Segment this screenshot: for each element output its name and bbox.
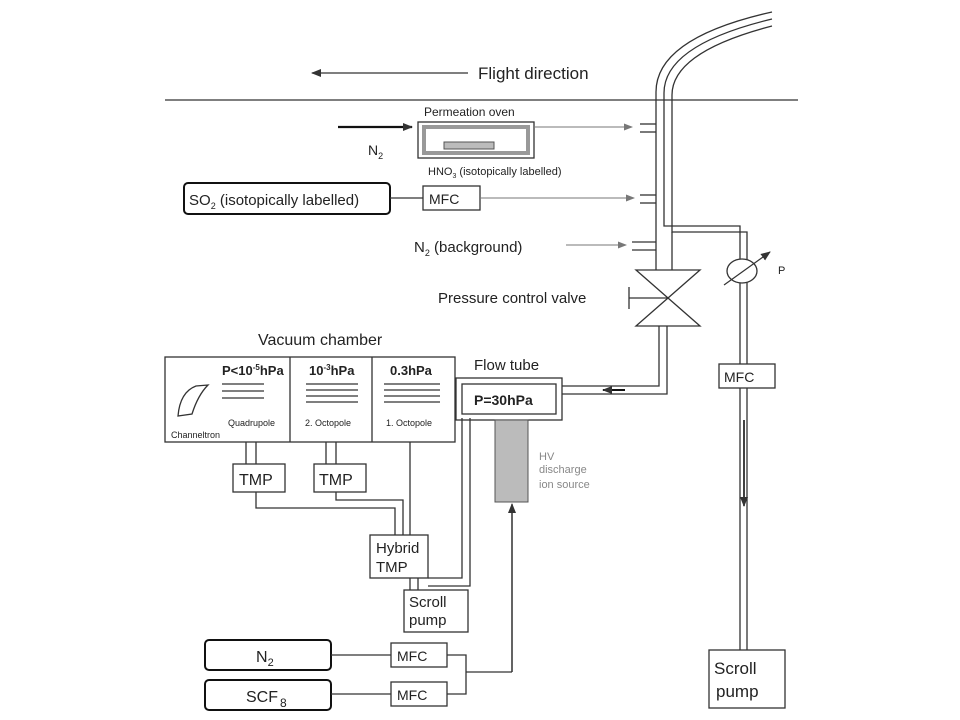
scf8-supply-box (204, 679, 332, 711)
octopole1-label: 1. Octopole (386, 418, 432, 428)
flow-tube-pressure-label: P=30hPa (474, 392, 533, 408)
scroll-pump-left-label-1: Scroll (409, 594, 447, 611)
flight-direction: Flight direction (311, 64, 589, 83)
pressure-sensor-label: P (778, 265, 785, 277)
hybrid-tmp-label-1: Hybrid (376, 540, 419, 557)
scroll-pump-left: Scroll pump (403, 589, 469, 633)
vacuum-chamber: Vacuum chamber P<10-5hPa Quadrupole Chan… (164, 332, 456, 443)
bypass-mfc-label: MFC (724, 369, 754, 385)
n2-background-label: N2 (background) (414, 239, 522, 258)
vacuum-chamber-label: Vacuum chamber (258, 332, 383, 349)
scroll-pump-left-label-2: pump (409, 612, 447, 629)
pressure-sensor: P (723, 251, 785, 286)
flow-tube-label: Flow tube (474, 357, 539, 374)
so2-label: SO2 (isotopically labelled) (189, 192, 359, 211)
inlet-ports (632, 123, 656, 251)
hno3-permeation-tube (443, 141, 495, 150)
n2-background: N2 (background) (414, 239, 627, 258)
flow-tube: Flow tube P=30hPa (455, 357, 563, 421)
scf8-mfc-box (390, 681, 448, 707)
n2-supply-label: N2 (256, 649, 274, 669)
inlet-tube (655, 11, 773, 218)
scroll-pump-right: Scroll pump (708, 649, 786, 709)
channeltron-icon (177, 384, 210, 417)
octopole2-label: 2. Octopole (305, 418, 351, 428)
bypass-mfc: MFC (718, 363, 776, 389)
bottom-gas-merge (447, 654, 512, 695)
hv-ion-source: HV discharge ion source (494, 419, 590, 672)
n2-mfc-label: MFC (397, 648, 427, 664)
hv-ion-source-body (494, 419, 529, 503)
hybrid-tmp-label-2: TMP (376, 559, 408, 576)
permeation-oven-label: Permeation oven (424, 105, 515, 119)
quadrupole-pressure-label: P<10-5hPa (222, 363, 284, 378)
so2-mfc-box (422, 185, 481, 211)
hv-label-2: discharge (539, 464, 587, 476)
hv-label-3: ion source (539, 479, 590, 491)
channeltron-label: Channeltron (171, 430, 220, 440)
octopole1-pressure-label: 0.3hPa (390, 363, 433, 378)
scroll-pump-right-label-2: pump (716, 682, 759, 701)
n2-supply: N2 MFC (204, 639, 448, 671)
so2-mfc-label: MFC (429, 191, 459, 207)
n2-inlet-label: N2 (368, 142, 383, 161)
hno3-label: HNO3 (isotopically labelled) (428, 166, 562, 180)
bypass-line (663, 218, 748, 650)
tmp-1-label: TMP (239, 472, 273, 489)
scroll-pump-right-label-1: Scroll (714, 659, 757, 678)
permeation-oven: Permeation oven N2 HNO3 (isotopically la… (338, 105, 633, 180)
flight-direction-label: Flight direction (478, 64, 589, 83)
octopole2-pressure-label: 10-3hPa (309, 363, 355, 378)
scf8-mfc-label: MFC (397, 687, 427, 703)
hybrid-tmp: Hybrid TMP (369, 534, 429, 579)
tmp-2: TMP (313, 463, 367, 493)
quadrupole-label: Quadrupole (228, 418, 275, 428)
tmp-1: TMP (232, 463, 286, 493)
hv-label-1: HV (539, 451, 555, 463)
pump-lines (245, 418, 471, 590)
so2-source: SO2 (isotopically labelled) MFC (183, 182, 635, 215)
tmp-2-label: TMP (319, 472, 353, 489)
pressure-control-valve: Pressure control valve (438, 218, 702, 395)
pressure-control-valve-label: Pressure control valve (438, 290, 586, 307)
